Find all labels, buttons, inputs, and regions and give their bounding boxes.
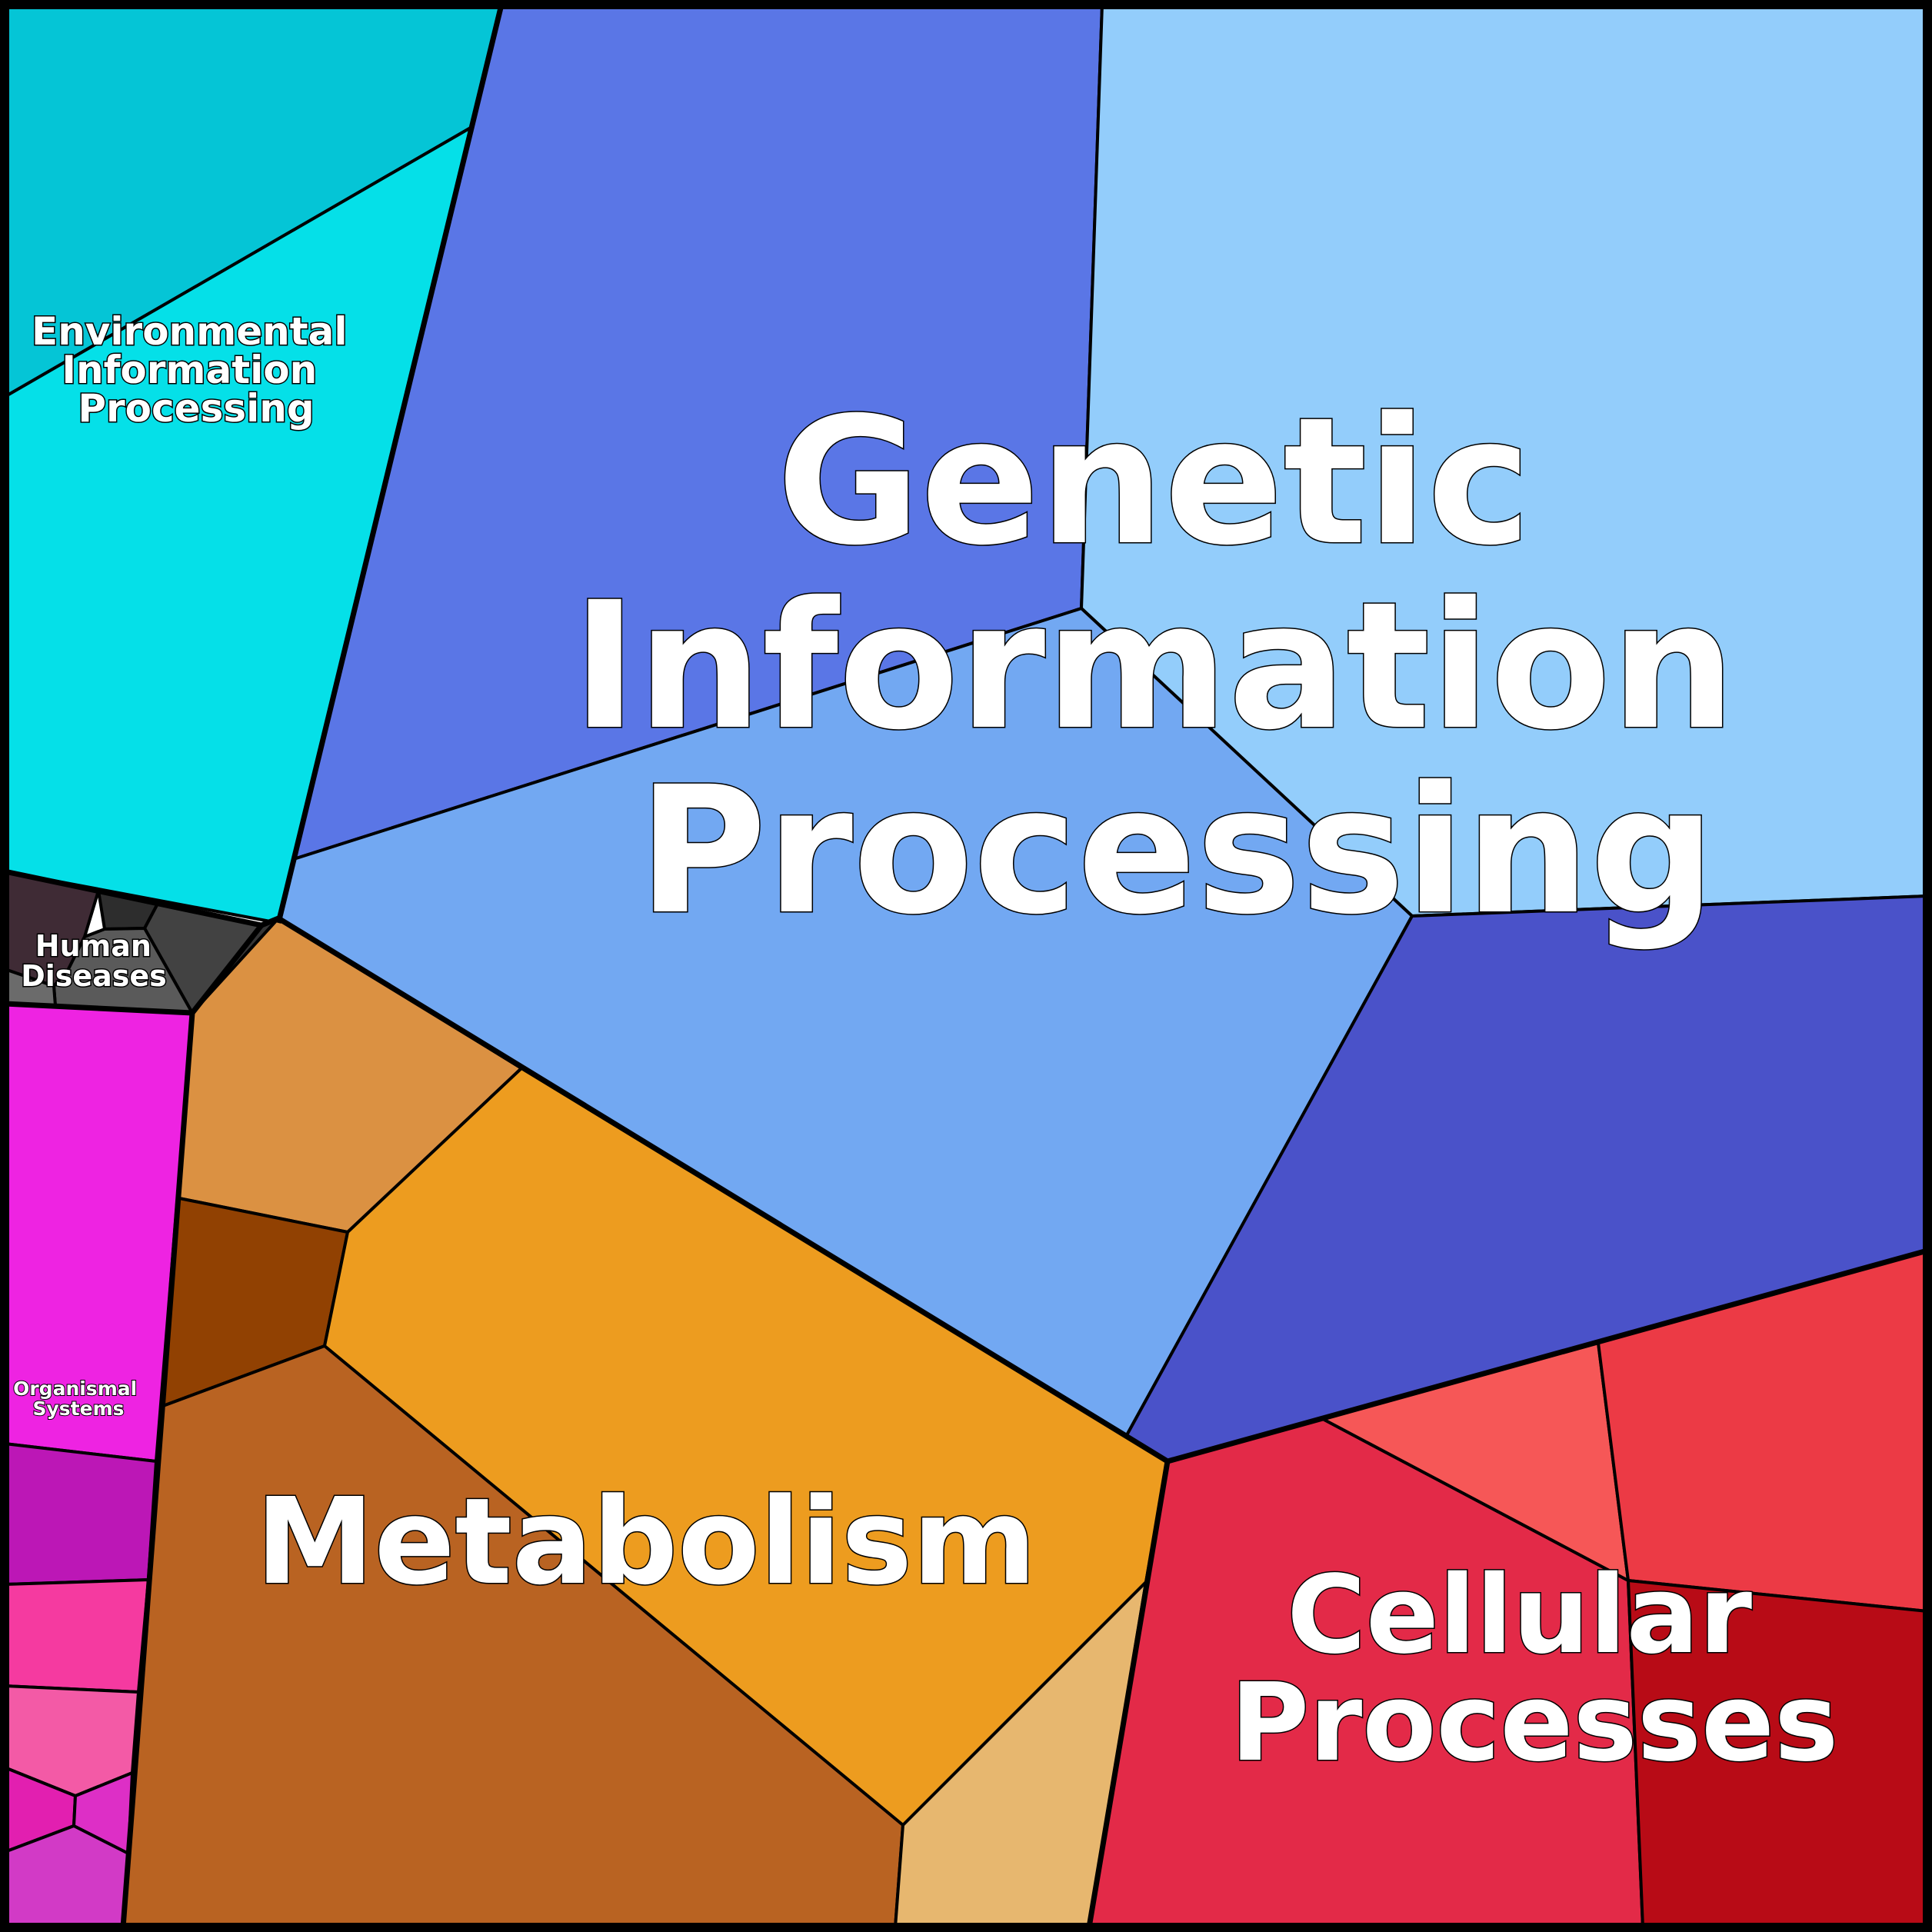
label-environmental-line-2: Information bbox=[62, 348, 317, 392]
group-boundaries bbox=[4, 4, 1928, 1928]
label-organismal-line-1: Organismal bbox=[13, 1377, 137, 1400]
label-genetic-line-2: Information bbox=[572, 564, 1736, 768]
label-cellular-line-2: Processes bbox=[1231, 1661, 1839, 1786]
label-environmental-line-1: Environmental bbox=[32, 309, 347, 354]
label-metabolism: Metabolism bbox=[255, 1472, 1037, 1611]
label-genetic: Genetic Information Processing bbox=[572, 379, 1797, 953]
label-genetic-line-3: Processing bbox=[638, 748, 1715, 953]
group-cellular bbox=[1088, 1249, 1929, 1929]
label-human-diseases-line-2: Diseases bbox=[21, 959, 167, 993]
label-genetic-line-1: Genetic bbox=[777, 379, 1531, 584]
cell-organismal-2[interactable] bbox=[3, 1442, 158, 1586]
label-cellular-line-1: Cellular bbox=[1287, 1553, 1752, 1678]
group-genetic bbox=[277, 3, 1929, 1463]
label-cellular: Cellular Processes bbox=[1231, 1553, 1839, 1786]
label-organismal: Organismal Systems bbox=[13, 1377, 144, 1420]
group-metabolism bbox=[122, 917, 1169, 1929]
label-metabolism-line-1: Metabolism bbox=[255, 1472, 1037, 1611]
label-organismal-line-2: Systems bbox=[32, 1397, 124, 1420]
label-environmental-line-3: Processing bbox=[78, 386, 314, 431]
label-human-diseases: Human Diseases bbox=[21, 929, 167, 993]
label-human-diseases-line-1: Human bbox=[35, 929, 152, 963]
label-environmental: Environmental Information Processing bbox=[32, 309, 361, 431]
cell-organismal-3[interactable] bbox=[3, 1578, 150, 1694]
group-organismal bbox=[3, 1002, 194, 1929]
